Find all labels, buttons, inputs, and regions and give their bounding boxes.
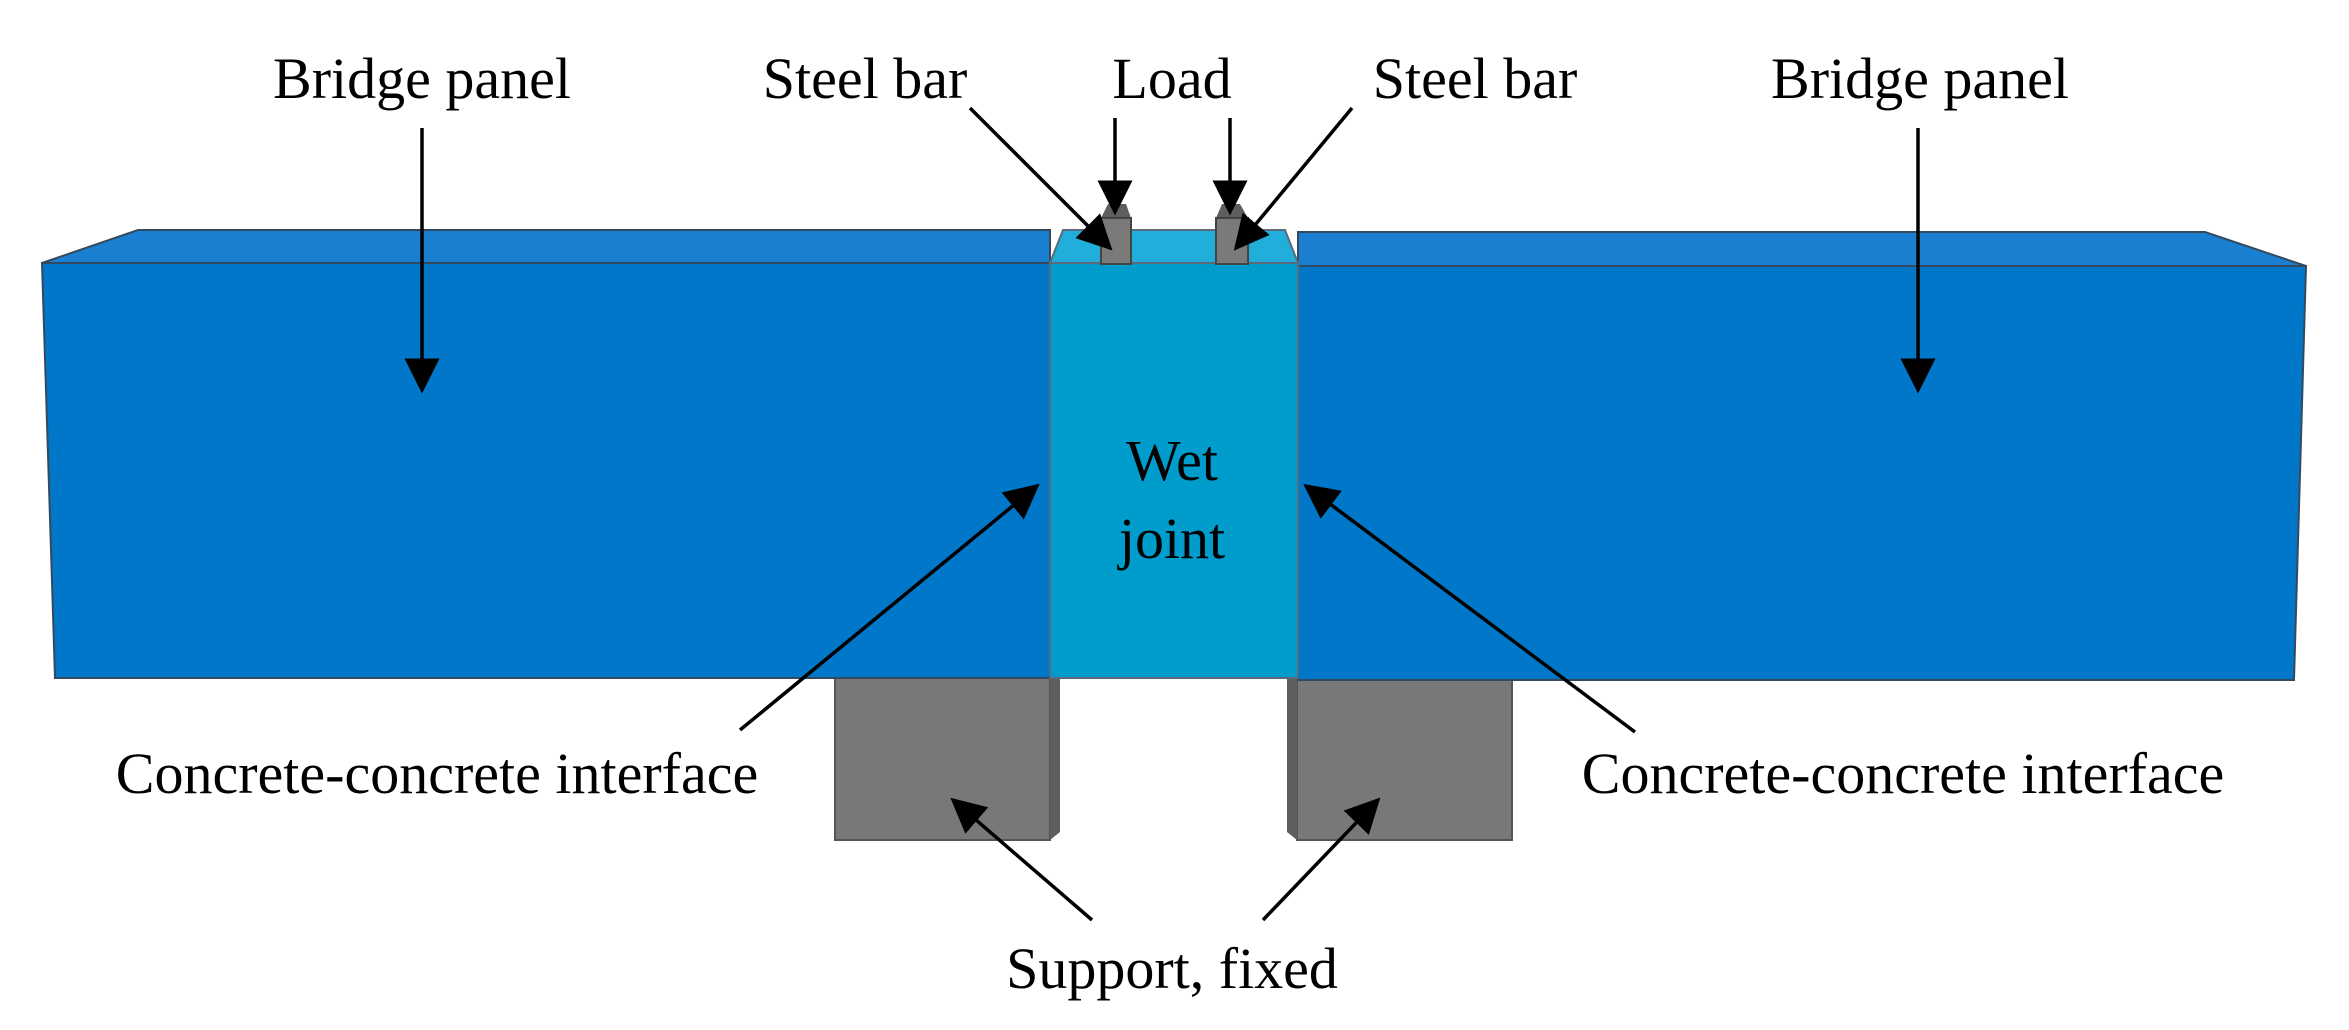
arrow-interface-right	[1303, 483, 1637, 734]
support-right	[1287, 665, 1513, 841]
label-bridge-panel-right: Bridge panel	[1771, 46, 2069, 111]
label-interface-right: Concrete-concrete interface	[1582, 741, 2224, 806]
label-interface-left: Concrete-concrete interface	[116, 741, 758, 806]
arrow-support-left	[950, 797, 1094, 922]
label-steel-bar-right: Steel bar	[1373, 46, 1578, 111]
arrow-steel-bar-right	[1233, 106, 1354, 251]
label-steel-bar-left: Steel bar	[763, 46, 968, 111]
label-wet-joint-line1: Wet	[1126, 428, 1218, 493]
label-load: Load	[1112, 46, 1231, 111]
bridge-panel-left	[40, 229, 1051, 679]
arrow-support-right	[1261, 797, 1381, 922]
arrow-steel-bar-left	[968, 106, 1113, 251]
bridge-panel-right	[1297, 231, 2308, 681]
label-support: Support, fixed	[1006, 936, 1338, 1001]
steel-bar-right	[1215, 204, 1249, 265]
arrow-interface-left	[738, 483, 1040, 732]
label-wet-joint-line2: joint	[1117, 506, 1225, 571]
steel-bar-left	[1100, 204, 1132, 265]
label-bridge-panel-left: Bridge panel	[273, 46, 571, 111]
support-left	[834, 665, 1060, 841]
